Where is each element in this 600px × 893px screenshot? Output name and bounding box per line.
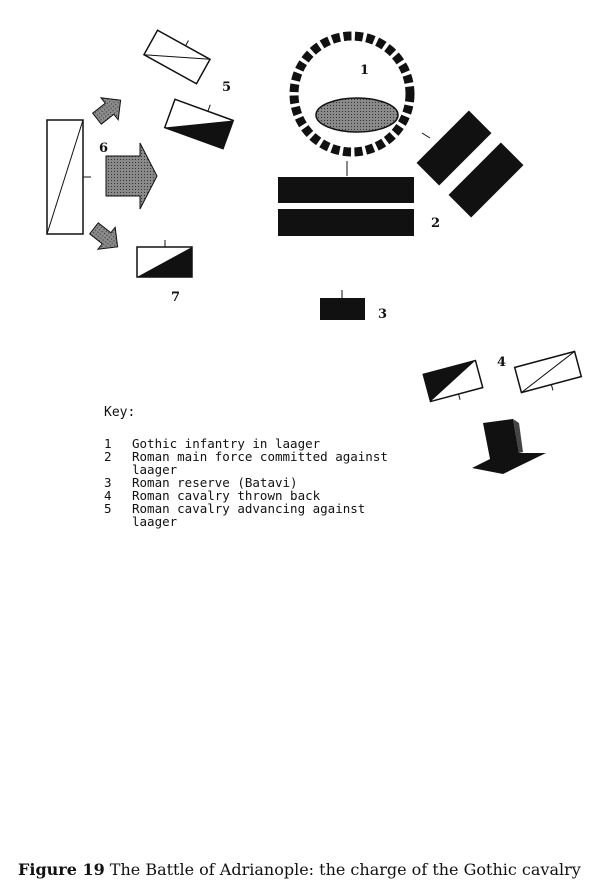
roman-main-force-right-wing (416, 110, 524, 218)
unit-7-fill (137, 247, 192, 277)
roman-cavalry-thrown-back-2 (513, 350, 583, 394)
figure-caption: Figure 19 The Battle of Adrianople: the … (18, 860, 581, 879)
gothic-charge-arrow-upper (91, 97, 122, 125)
key-item-number: 1 (104, 436, 112, 451)
gothic-charge-arrow-lower (88, 222, 119, 250)
gothic-infantry (315, 97, 399, 133)
cavalry-unit-marker (550, 384, 554, 391)
figure-caption-text: The Battle of Adrianople: the charge of … (109, 860, 581, 879)
cavalry-unit-fill (423, 360, 476, 402)
key-item-number: 5 (104, 501, 112, 516)
figure-number: Figure 19 (18, 860, 105, 879)
key-item: 3 Roman reserve (Batavi) (104, 476, 404, 489)
roman-main-line-1 (278, 177, 414, 203)
roman-right-block-1 (416, 110, 492, 186)
cavalry-unit-marker (207, 104, 211, 112)
roman-cavalry-advancing-1 (142, 29, 212, 85)
gothic-cavalry-diagonal (46, 119, 84, 235)
cavalry-unit-marker (458, 393, 461, 400)
label-2: 2 (431, 216, 440, 231)
label-5: 5 (222, 80, 231, 95)
gothic-charge-arrow-main (105, 142, 158, 210)
key-item: 2 Roman main force committed against laa… (104, 450, 404, 476)
key-item-number: 4 (104, 488, 112, 503)
label-3: 3 (378, 307, 387, 322)
cavalry-unit-diagonal (143, 54, 211, 60)
key-item: 5 Roman cavalry advancing against laager (104, 502, 404, 528)
key-item-number: 3 (104, 475, 112, 490)
roman-cavalry-thrown-back-1 (422, 359, 484, 403)
right-wing-marker (421, 132, 431, 139)
cavalry-unit-marker (185, 40, 189, 46)
retreat-arrow-face (472, 419, 546, 474)
label-4: 4 (497, 355, 506, 370)
roman-main-force-lines (278, 177, 414, 236)
roman-reserve-block (320, 298, 365, 320)
label-7: 7 (171, 290, 180, 305)
cavalry-unit-fill (164, 120, 234, 149)
key-list: 1 Gothic infantry in laager 2 Roman main… (104, 437, 404, 528)
gothic-cavalry (46, 97, 158, 250)
roman-cavalry-advancing-2 (163, 98, 235, 150)
key-item: 4 Roman cavalry thrown back (104, 489, 404, 502)
unit-7 (136, 240, 193, 278)
laager-wagon-ring (289, 31, 415, 157)
roman-main-line-2 (278, 209, 414, 236)
label-6: 6 (99, 141, 108, 156)
retreat-arrow-shade (513, 419, 523, 453)
key-title: Key: (104, 405, 136, 420)
key-item-number: 2 (104, 449, 112, 464)
retreat-arrow (472, 419, 546, 474)
key-item-text: Gothic infantry in laager (132, 436, 321, 451)
label-1: 1 (360, 63, 369, 78)
key-item-text: Roman cavalry thrown back (132, 488, 321, 503)
key-item-text: Roman reserve (Batavi) (132, 475, 298, 490)
cavalry-unit-diagonal (521, 351, 575, 393)
key-item: 1 Gothic infantry in laager (104, 437, 404, 450)
key-item-text: Roman main force committed against laage… (132, 449, 388, 477)
gothic-laager (289, 31, 415, 176)
key-item-text: Roman cavalry advancing against laager (132, 501, 366, 529)
roman-reserve (320, 290, 365, 320)
roman-right-block-2 (448, 142, 524, 218)
